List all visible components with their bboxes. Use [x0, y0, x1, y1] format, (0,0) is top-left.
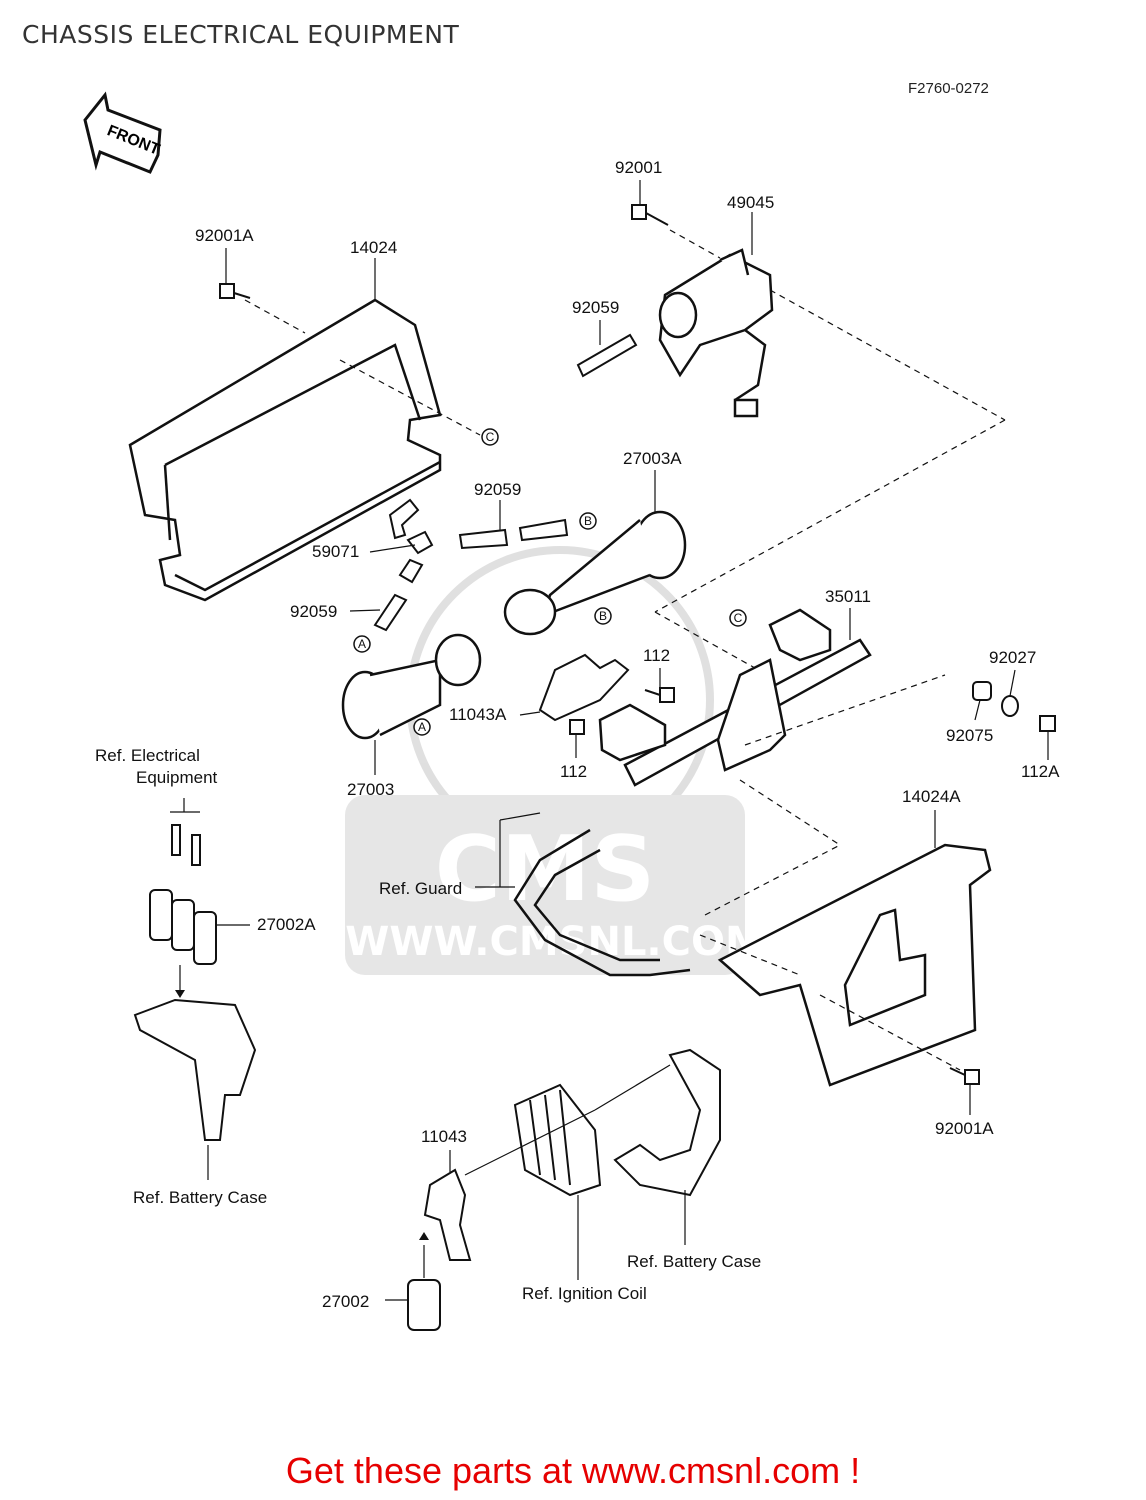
label-59071: 59071 — [312, 542, 360, 561]
marker-c-cover: C — [486, 430, 495, 444]
fuse-holder-27002A — [149, 824, 217, 965]
bolt-92001A-bottom-icon — [949, 1067, 980, 1085]
label-92001A-top: 92001A — [195, 226, 254, 245]
label-35011: 35011 — [825, 587, 872, 606]
front-arrow-icon: FRONT — [83, 91, 162, 174]
label-92059-left: 92059 — [290, 602, 338, 621]
guard-ref — [513, 828, 691, 977]
watermark-url: WWW.CMSNL.COM — [345, 919, 765, 965]
ref-electrical-equipment-line2: Equipment — [136, 768, 218, 787]
ref-electrical-equipment-line1: Ref. Electrical — [95, 746, 200, 765]
marker-letters: C B B C A A — [358, 430, 743, 734]
label-27002: 27002 — [322, 1292, 370, 1311]
bracket-35011 — [598, 608, 872, 787]
label-112A: 112A — [1021, 762, 1060, 781]
label-27003: 27003 — [347, 780, 395, 799]
label-92027: 92027 — [989, 648, 1037, 667]
label-11043: 11043 — [421, 1127, 468, 1146]
cover-14024 — [128, 298, 442, 602]
ref-guard: Ref. Guard — [379, 879, 463, 898]
label-92001: 92001 — [615, 158, 663, 177]
washer-nut-bolt-set — [972, 681, 1056, 732]
label-14024A: 14024A — [902, 787, 961, 806]
promo-link[interactable]: Get these parts at www.cmsnl.com ! — [285, 1450, 861, 1491]
bolt-112-icon — [569, 687, 675, 735]
bolt-92001-icon — [631, 204, 669, 226]
label-112-b: 112 — [560, 762, 588, 781]
label-11043A: 11043A — [449, 705, 507, 724]
label-92059-top: 92059 — [572, 298, 620, 317]
bolt-92001A-top-icon — [219, 283, 251, 299]
label-92075: 92075 — [946, 726, 994, 745]
label-27003A: 27003A — [623, 449, 682, 468]
marker-b-hose: B — [584, 514, 592, 528]
bracket-11043A — [538, 653, 630, 722]
label-49045: 49045 — [727, 193, 775, 212]
ref-ignition-coil: Ref. Ignition Coil — [522, 1284, 647, 1303]
marker-a-horn: A — [418, 720, 426, 734]
marker-a-hose: A — [358, 637, 366, 651]
label-92001A-bottom: 92001A — [935, 1119, 994, 1138]
bracket-11043 — [423, 1168, 472, 1261]
label-14024: 14024 — [350, 238, 398, 257]
horn-27003 — [341, 633, 482, 740]
horn-27003A — [503, 510, 687, 636]
figure-code: F2760-0272 — [908, 80, 989, 97]
fuse-holder-27002 — [407, 1279, 441, 1331]
watermark: CMS WWW.CMSNL.COM — [345, 546, 765, 975]
ref-battery-case-right: Ref. Battery Case — [627, 1252, 762, 1271]
leader-lines — [170, 180, 1049, 1301]
dashed-assembly-lines — [244, 229, 1006, 1071]
hose-assembly — [373, 498, 569, 632]
marker-c-bracket: C — [734, 611, 743, 625]
battery-case-bracket-right — [613, 1048, 721, 1197]
arrow-icons — [175, 990, 429, 1240]
battery-case-bracket-left — [133, 998, 257, 1141]
label-27002A: 27002A — [257, 915, 316, 934]
page-title: CHASSIS ELECTRICAL EQUIPMENT — [22, 20, 460, 49]
ignition-coil-ref — [513, 1083, 602, 1197]
label-92059-mid: 92059 — [474, 480, 522, 499]
label-112-a: 112 — [643, 646, 671, 665]
ref-battery-case-left: Ref. Battery Case — [133, 1188, 268, 1207]
cover-14024A — [717, 843, 992, 1087]
tube-92059-top — [576, 333, 638, 378]
reference-markers — [353, 428, 747, 736]
horn-relay-49045 — [658, 248, 774, 418]
marker-b-horn: B — [599, 609, 607, 623]
watermark-brand: CMS — [435, 817, 655, 922]
